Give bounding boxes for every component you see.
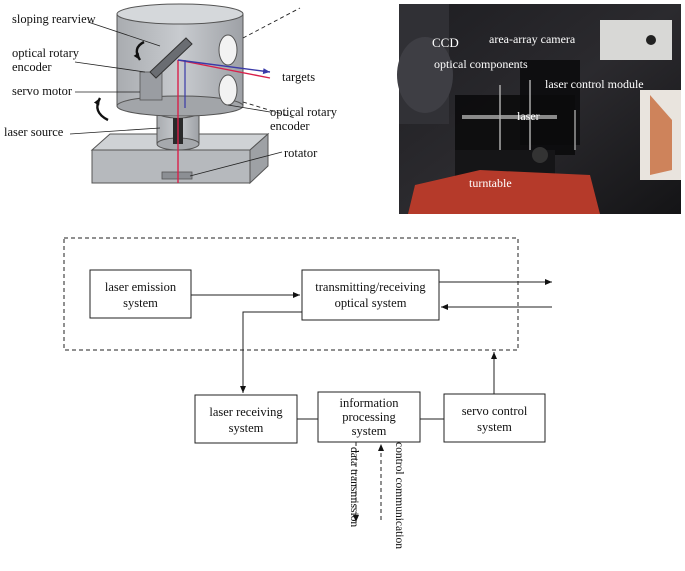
fov-line-lower [242,101,296,119]
label-optical-rotary-encoder-right-2: encoder [270,119,310,133]
connectors [191,279,552,522]
photo-label-laser-control-module: laser control module [545,77,644,91]
leader-lines [69,21,283,177]
box-laser-receiving [194,394,298,444]
box-information-processing-line1: information [339,396,399,410]
box-information-processing-line3: system [352,424,387,438]
box-servo-control-line2: system [477,420,512,434]
photo-label-area-array-camera: area-array camera [489,32,576,46]
box-transmitting-receiving-line1: transmitting/receiving [315,280,426,294]
label-optical-rotary-encoder-left: optical rotary [12,46,80,60]
block-diagram: laser emission system transmitting/recei… [63,237,552,549]
box-information-processing-line2: processing [342,410,396,424]
box-servo-control-line1: servo control [462,404,528,418]
label-sloping-rearview: sloping rearview [12,12,96,26]
arrow-optical-to-receiving [240,311,302,393]
label-laser-source: laser source [4,125,64,139]
optical-head-enclosure [63,237,519,351]
box-transmitting-receiving-line2: optical system [335,296,407,310]
photo-label-ccd: CCD [432,35,459,50]
label-optical-rotary-encoder-left-2: encoder [12,60,52,74]
photo-label-laser: laser [517,109,540,123]
photo-label-optical-components: optical components [434,57,528,71]
box-laser-emission-line1: laser emission [105,280,177,294]
mirror-rotation-arrow-icon [133,40,145,61]
rotator-base [90,132,270,185]
box-laser-receiving-line2: system [229,421,264,435]
label-targets: targets [282,70,315,84]
box-laser-emission [89,269,192,319]
label-data-transmission: data transmission [348,447,360,527]
box-servo-control [443,393,546,443]
label-control-communication: control communication [393,442,405,549]
laser-beams [177,59,271,183]
box-information-processing [317,391,421,443]
label-servo-motor: servo motor [12,84,73,98]
box-transmitting-receiving [301,269,440,321]
box-laser-emission-line2: system [123,296,158,310]
photo-label-turntable: turntable [469,176,512,190]
box-laser-receiving-line1: laser receiving [209,405,283,419]
head-rotation-arrow-icon [93,97,109,122]
fov-line-upper [242,7,301,39]
label-rotator: rotator [284,146,318,160]
label-optical-rotary-encoder-right: optical rotary [270,105,338,119]
device-photo: CCD area-array camera optical components… [397,4,681,214]
scanner-schematic: sloping rearview optical rotary encoder … [4,3,338,185]
